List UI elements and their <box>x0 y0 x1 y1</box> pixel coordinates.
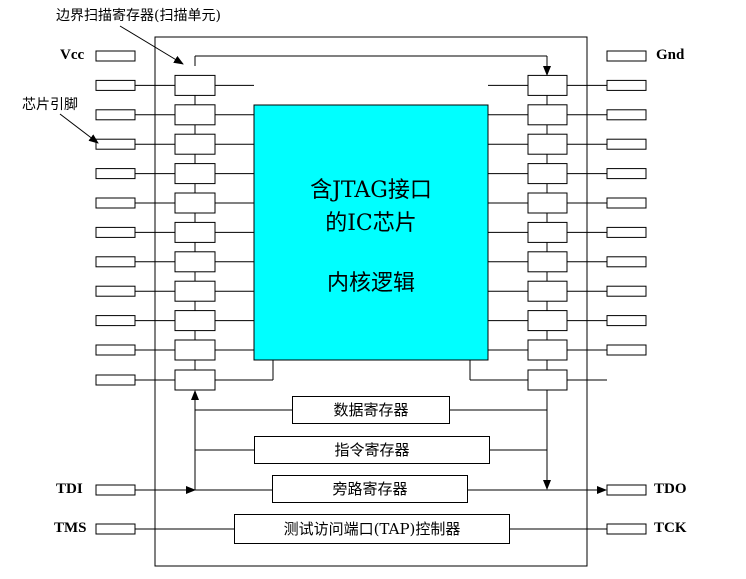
pin-left <box>95 285 136 297</box>
scan-cell-right <box>527 163 568 185</box>
bypass-register: 旁路寄存器 <box>272 475 468 503</box>
pin-right <box>606 109 647 121</box>
pin-left <box>95 79 136 91</box>
pin-left <box>95 374 136 386</box>
scan-cell-right <box>527 133 568 155</box>
pin-right <box>606 138 647 150</box>
pin-tck <box>606 523 647 535</box>
scan-cell-right <box>527 221 568 243</box>
scan-cell-left <box>174 192 216 214</box>
pin-left <box>95 256 136 268</box>
vcc-label: Vcc <box>60 47 85 63</box>
scan-cell-left <box>174 339 216 361</box>
pin-right <box>606 168 647 180</box>
scan-cell-right <box>527 339 568 361</box>
core-logic-block <box>253 104 489 361</box>
pin-right <box>606 79 647 91</box>
pin-right <box>606 226 647 238</box>
signal-lines <box>59 25 607 530</box>
core-title-line1: 含JTAG接口 <box>310 178 432 203</box>
scan-cell-left <box>174 280 216 302</box>
instruction-register: 指令寄存器 <box>254 436 490 464</box>
data-register: 数据寄存器 <box>292 396 450 424</box>
scan-cell-right <box>527 251 568 273</box>
scan-cell-left <box>174 74 216 96</box>
scan-cell-left <box>174 104 216 126</box>
boundary-scan-label: 边界扫描寄存器(扫描单元) <box>56 8 221 24</box>
tck-label: TCK <box>654 520 687 536</box>
pin-right <box>606 50 647 62</box>
boundary-scan-pointer <box>119 25 184 65</box>
scan-cell-right <box>527 310 568 332</box>
core-title-line3: 内核逻辑 <box>326 271 415 296</box>
pin-left <box>95 109 136 121</box>
pin-left <box>95 344 136 356</box>
pin-tms <box>95 523 136 535</box>
pin-right <box>606 315 647 327</box>
scan-cell-right <box>527 280 568 302</box>
pin-right <box>606 344 647 356</box>
chip-pin-pointer <box>59 113 99 144</box>
tdo-label: TDO <box>654 481 687 497</box>
pin-right <box>606 285 647 297</box>
chip-outline <box>154 36 588 567</box>
pin-left <box>95 315 136 327</box>
pin-left <box>95 50 136 62</box>
scan-cell-left <box>174 221 216 243</box>
pin-right <box>606 256 647 268</box>
scan-cell-right <box>527 104 568 126</box>
scan-cell-left <box>174 163 216 185</box>
pin-left <box>95 197 136 209</box>
scan-cell-left <box>174 133 216 155</box>
pin-right <box>606 197 647 209</box>
pin-left <box>95 226 136 238</box>
chip-pin-label: 芯片引脚 <box>22 97 78 113</box>
tdi-label: TDI <box>56 481 83 497</box>
tms-label: TMS <box>54 520 87 536</box>
pin-left <box>95 138 136 150</box>
chip-pins <box>95 50 647 535</box>
scan-cell-right <box>527 369 568 391</box>
tap-controller: 测试访问端口(TAP)控制器 <box>234 514 510 544</box>
pin-tdi <box>95 484 136 496</box>
scan-cell-left <box>174 369 216 391</box>
gnd-label: Gnd <box>656 47 685 63</box>
scan-cell-left <box>174 251 216 273</box>
scan-cell-right <box>527 192 568 214</box>
core-title-line2: 的IC芯片 <box>325 211 417 236</box>
pin-tdo <box>606 484 647 496</box>
scan-cell-right <box>527 74 568 96</box>
scan-cell-left <box>174 310 216 332</box>
pin-left <box>95 168 136 180</box>
